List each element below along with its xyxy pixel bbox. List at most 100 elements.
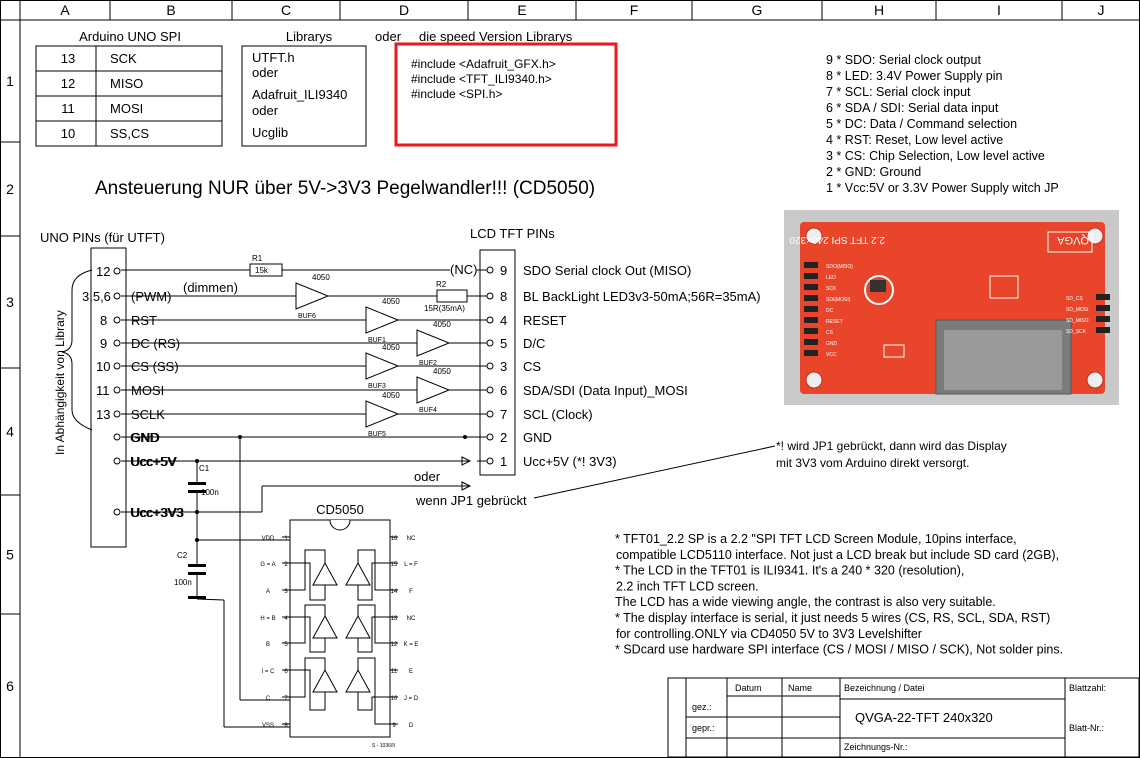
library-item: UTFT.h [252,50,295,65]
library-item: oder [252,103,279,118]
ic-left-pin-number: 5 [284,642,288,648]
ic-right-pin-name: J = D [404,696,419,702]
ic-right-pin-number: 9 [392,723,396,729]
lcd-pin-number: 1 [500,454,507,469]
ic-right-pin-name: D [409,723,414,729]
photo-right-pin: SD_CS [1066,296,1083,302]
lcd-pin-label: RESET [523,313,566,328]
note-line: * SDcard use hardware SPI interface (CS … [615,643,1063,657]
include-line: #include <Adafruit_GFX.h> [411,57,556,71]
lcd-connector-box [479,249,516,476]
c1-value: 100n [201,488,219,497]
buffer-chip: 4050 [382,343,400,352]
lcd-pin-number: 4 [500,313,507,328]
lcd-pin-label: GND [523,430,552,445]
lcd-pin-label: SCL (Clock) [523,407,593,422]
photo-qvga: QVGA [1057,234,1089,246]
uno-pin-label: SCLK [131,407,165,422]
grid-row-4: 4 [6,424,14,440]
spi-pin-name: MISO [110,76,143,91]
grid-col-A: A [60,2,70,18]
photo-left-pin: SDI(MOSI) [826,297,851,303]
grid-col-I: I [997,2,1001,18]
note-line: compatible LCD5110 interface. Not just a… [616,548,1059,562]
ic-right-pin-number: 11 [391,669,398,675]
r2-value: 15R(35mA) [424,304,465,313]
uno-pin-label: Ucc+3V3 [131,505,184,520]
lcd-pin-number: 7 [500,407,507,422]
librarys-box: Librarys UTFT.hoderAdafruit_ILI9340oderU… [241,29,367,147]
note-line: * TFT01_2.2 SP is a 2.2 "SPI TFT LCD Scr… [615,532,1017,546]
dimmen-label: (dimmen) [183,280,238,295]
lcd-pin-label: SDA/SDI (Data Input)_MOSI [523,383,688,398]
vertical-library-label: In Abhängigkeit von Library [53,310,67,455]
buffer-name: BUF4 [419,407,437,414]
grid-col-E: E [517,2,526,18]
tb-gez: gez.: [692,702,712,712]
jp1-note-line-1: *! wird JP1 gebrückt, dann wird das Disp… [776,439,1007,453]
uno-pin-number: 13 [96,407,110,422]
wiring [113,263,494,728]
include-line: #include <SPI.h> [411,87,502,101]
lcd-pin-label: SDO Serial clock Out (MISO) [523,263,691,278]
ic-left-pin-number: 4 [284,616,288,622]
include-box [394,42,618,147]
r2-name: R2 [436,280,447,289]
uno-pin-number: 8 [100,313,107,328]
speed-title: die speed Version Librarys [419,29,573,44]
lcd-pin-number: 8 [500,289,507,304]
photo-left-pin: CS [826,330,834,336]
photo-right-pin: SD_SCK [1066,329,1087,335]
spi-table-title: Arduino UNO SPI [79,29,181,44]
uno-pin-label: Ucc+3V3 [130,505,183,520]
c1-name: C1 [199,464,210,473]
ic-left-pin-number: 3 [284,589,288,595]
pin-legend-line: 6 * SDA / SDI: Serial data input [826,101,999,115]
lcd-pin-label: Ucc+5V (*! 3V3) [523,454,617,469]
spi-pin-number: 12 [61,76,75,91]
pin-legend-line: 3 * CS: Chip Selection, Low level active [826,149,1045,163]
uno-pin-label: DC (RS) [131,336,180,351]
buffer-chip: 4050 [433,320,451,329]
tb-bezeichnung: Bezeichnung / Datei [844,683,925,693]
r1-value: 15k [255,266,269,275]
buffer-chip: 4050 [382,297,400,306]
grid-col-F: F [630,2,639,18]
lcd-pin-label: CS [523,359,541,374]
lcd-pin-number: 6 [500,383,507,398]
lcd-pin-label: BL BackLight LED3v3-50mA;56R=35mA) [523,289,761,304]
note-line: for controlling.ONLY via CD4050 5V to 3V… [616,627,922,641]
lcd-pin-number: 3 [500,359,507,374]
buffer-name: BUF2 [419,360,437,367]
note-line: * The display interface is serial, it ju… [615,611,1050,625]
uno-pin-label: Ucc+5V [131,454,177,469]
tb-name: Name [788,683,812,693]
ic-left-pin-name: I = C [262,669,276,675]
photo-right-pin: SD_MISO [1066,318,1089,324]
grid-col-B: B [166,2,175,18]
tb-datum: Datum [735,683,762,693]
photo-left-pin: RESET [826,319,843,325]
ic-left-pin-name: A [266,589,270,595]
spi-pin-name: SS,CS [110,126,149,141]
uno-pin-number: 3,5,6 [82,289,111,304]
ic-right-pin-number: 10 [391,696,398,702]
ic-right-pin-name: NC [407,616,416,622]
ic-left-pin-number: 7 [284,696,288,702]
grid-col-J: J [1098,2,1105,18]
grid-col-G: G [752,2,763,18]
ic-left-pin-name: B [266,642,270,648]
lcd-pin-number: 5 [500,336,507,351]
tft-module-photo: SDO(MISO)LEDSCKSDI(MOSI)DCRESETCSGNDVCCS… [784,210,1119,405]
grid-row-1: 1 [6,73,14,89]
note-line: The LCD has a wide viewing angle, the co… [615,595,996,609]
uno-pin-number: 12 [96,264,110,279]
r1-name: R1 [252,254,263,263]
ic-left-pin-number: 2 [284,562,288,568]
c2-name: C2 [177,551,188,560]
photo-silk: 2.2 TFT SPI 240×320 [789,234,885,245]
